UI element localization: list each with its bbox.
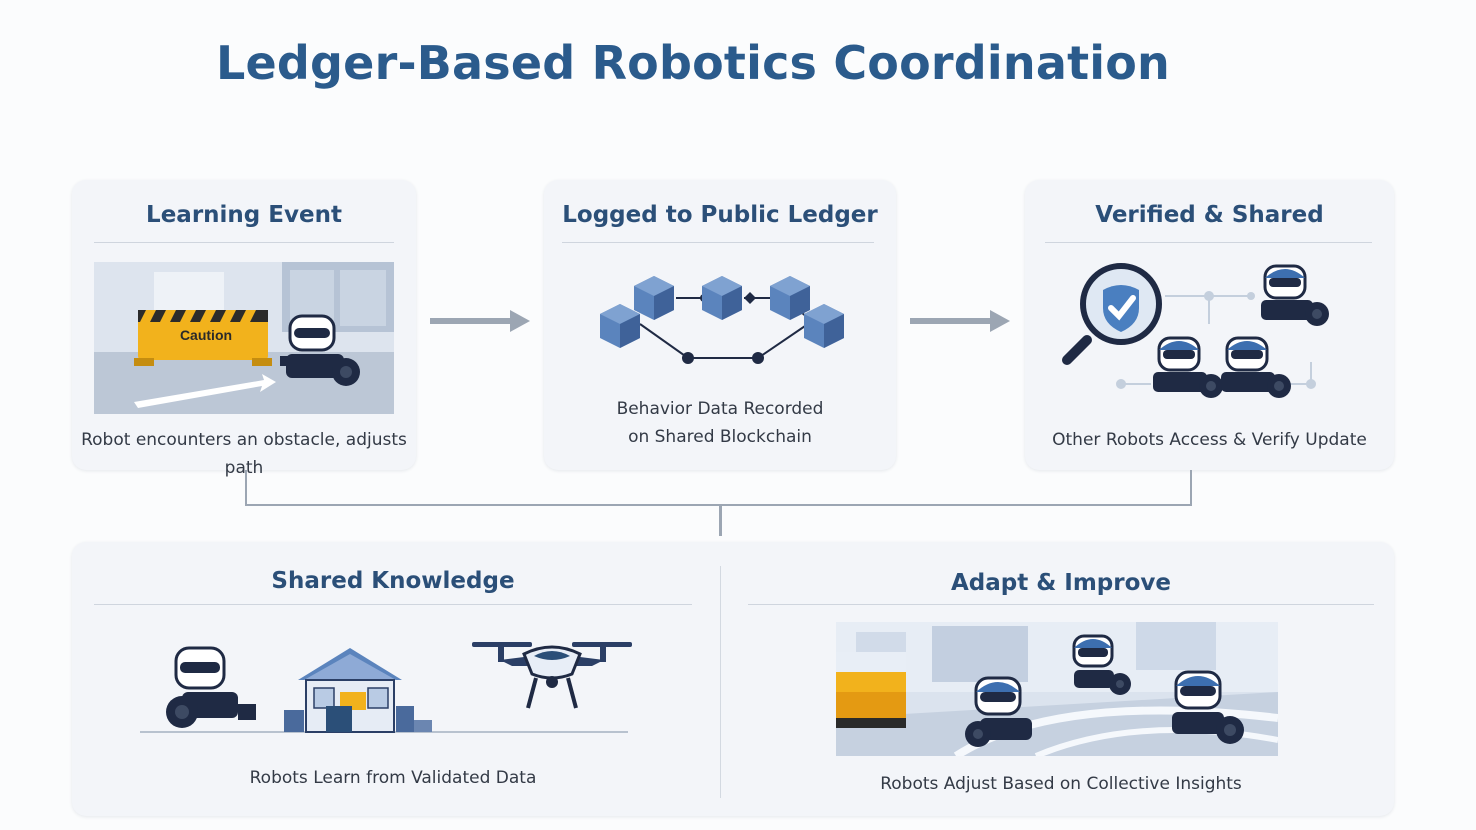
robot-icon — [1172, 670, 1244, 744]
caption-shared-knowledge: Robots Learn from Validated Data — [249, 768, 537, 788]
connector-right-vertical — [1190, 470, 1192, 506]
robot-icon — [1221, 336, 1291, 398]
magnifier-check-icon — [1062, 263, 1162, 365]
arrow-to-ledger — [430, 308, 532, 334]
robot-icon — [1072, 634, 1131, 695]
section-adapt-improve: Adapt & Improve — [748, 542, 1374, 816]
caption-logged-line1: Behavior Data Recorded — [616, 399, 824, 419]
caption-learning-event: Robot encounters an obstacle, adjusts pa… — [81, 430, 407, 478]
connector-left-vertical — [245, 470, 247, 506]
caution-barrier-icon: Caution — [134, 310, 272, 366]
card-title-logged-ledger: Logged to Public Ledger — [562, 202, 878, 228]
card-verified-shared: Verified & Shared — [1025, 180, 1394, 470]
caption-logged-line2: on Shared Blockchain — [628, 427, 812, 447]
caution-sign-text: Caution — [180, 327, 232, 343]
panel-divider-vertical — [720, 566, 721, 798]
card-title-verified-shared: Verified & Shared — [1095, 202, 1324, 228]
card-divider — [1045, 242, 1372, 243]
robot-icon — [1153, 336, 1223, 398]
verified-robots-scene — [1061, 262, 1341, 412]
caption-verified-shared: Other Robots Access & Verify Update — [1052, 430, 1367, 450]
card-divider — [94, 604, 692, 605]
caption-adapt-improve: Robots Adjust Based on Collective Insigh… — [880, 774, 1242, 794]
shared-knowledge-scene — [140, 634, 640, 734]
card-title-adapt-improve: Adapt & Improve — [950, 570, 1172, 596]
card-logged-ledger: Logged to Public Ledger — [544, 180, 896, 470]
blockchain-cubes-icon — [598, 274, 850, 370]
card-divider — [748, 604, 1374, 605]
card-divider — [94, 242, 394, 243]
adapt-improve-scene — [836, 622, 1278, 756]
card-bottom-panel: Shared Knowledge — [72, 542, 1394, 816]
drone-icon — [472, 642, 632, 709]
robot-icon — [280, 314, 360, 386]
warehouse-icon — [284, 648, 432, 733]
connector-horizontal — [245, 504, 1192, 506]
robot-icon — [166, 646, 256, 728]
card-title-shared-knowledge: Shared Knowledge — [271, 568, 515, 594]
card-title-learning-event: Learning Event — [146, 202, 342, 228]
arrow-to-verified — [910, 308, 1012, 334]
card-learning-event: Learning Event — [72, 180, 416, 478]
card-divider — [562, 242, 874, 243]
robot-icon — [965, 676, 1032, 747]
section-shared-knowledge: Shared Knowledge — [72, 542, 692, 816]
robot-icon — [1261, 264, 1329, 326]
page-title: Ledger-Based Robotics Coordination — [216, 36, 1170, 90]
connector-center-vertical — [719, 504, 722, 536]
learning-event-scene: Caution — [94, 262, 394, 414]
